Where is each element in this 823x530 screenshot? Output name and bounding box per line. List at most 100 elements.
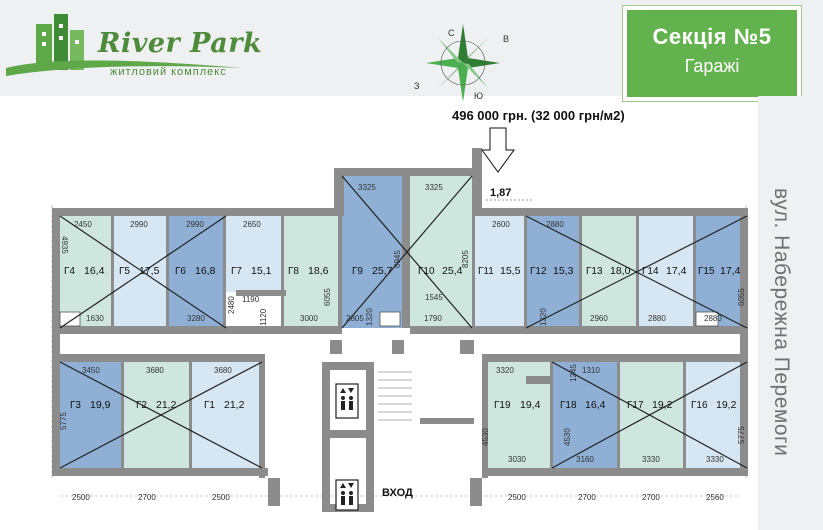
section-subtitle: Гаражі — [684, 56, 740, 76]
dim-g8-bottom: 3000 — [300, 314, 318, 323]
dim-1320-mid: 1320 — [539, 308, 548, 326]
unit-area-g8: 18,6 — [308, 265, 329, 277]
unit-area-g15: 17,4 — [720, 265, 741, 277]
dim-1245: 1245 — [569, 364, 578, 382]
unit-id-g14: Г14 — [642, 266, 659, 277]
building-logo-icon — [6, 14, 241, 76]
unit-id-g17: Г17 — [627, 400, 644, 411]
brand-name: River Park — [98, 28, 263, 59]
compass-north-label: С — [448, 28, 455, 38]
unit-id-g16: Г16 — [691, 400, 708, 411]
unit-id-g8: Г8 — [288, 266, 299, 277]
dim-8205: 8205 — [461, 250, 470, 268]
dim-1320-left: 1320 — [365, 308, 374, 326]
unit-area-g10: 25,4 — [442, 265, 463, 277]
dim-4530-a: 4530 — [481, 428, 490, 446]
unit-area-g13: 18,0 — [610, 265, 631, 277]
footer-dim: 2700 — [138, 493, 156, 502]
walls — [52, 148, 748, 512]
footer-dim: 2560 — [706, 493, 724, 502]
stairs — [378, 371, 412, 421]
dim-g7-width: 2650 — [243, 220, 261, 229]
dim-1545: 1545 — [425, 293, 443, 302]
unit-id-g9: Г9 — [352, 266, 363, 277]
unit-id-g6: Г6 — [175, 266, 186, 277]
dim-g4-width: 2450 — [74, 220, 92, 229]
unit-area-g2: 21,2 — [156, 399, 177, 411]
dim-g9-bottom: 2805 — [346, 314, 364, 323]
unit-area-g12: 15,3 — [553, 265, 574, 277]
dim-1120: 1120 — [259, 308, 268, 326]
section-badge: Секція №5 Гаражі — [623, 6, 801, 101]
price-label: 496 000 грн. (32 000 грн/м2) — [452, 108, 625, 123]
unit-id-g10: Г10 — [418, 266, 435, 277]
unit-id-g12: Г12 — [530, 266, 547, 277]
dim-6055-right: 6055 — [737, 288, 746, 306]
top-row — [60, 176, 747, 328]
unit-area-g17: 19,2 — [652, 399, 673, 411]
unit-id-g4: Г4 — [64, 266, 75, 277]
dim-g19-width: 3320 — [496, 366, 514, 375]
dim-g17-bottom: 3330 — [642, 455, 660, 464]
compass-west-label: З — [414, 81, 419, 91]
unit-area-g16: 19,2 — [716, 399, 737, 411]
dim-g18-width: 1310 — [582, 366, 600, 375]
dim-g15-bottom: 2880 — [704, 314, 722, 323]
footer-dim: 2500 — [72, 493, 90, 502]
dim-g13-bottom: 2960 — [590, 314, 608, 323]
dim-g18-bottom: 3160 — [576, 455, 594, 464]
dim-6945: 6945 — [393, 250, 402, 268]
dim-g10-width: 3325 — [425, 183, 443, 192]
dim-g10-bottom: 1790 — [424, 314, 442, 323]
bottom-row — [60, 362, 747, 468]
brand-subtitle: житловий комплекс — [110, 66, 227, 78]
unit-id-g13: Г13 — [586, 266, 603, 277]
sold-cross-marks — [59, 175, 748, 469]
footer-dim: 2500 — [508, 493, 526, 502]
unit-area-g7: 15,1 — [251, 265, 272, 277]
section-title: Секція №5 — [652, 24, 772, 49]
compass-east-label: В — [503, 34, 509, 44]
dim-g12-width: 2880 — [546, 220, 564, 229]
unit-area-g6: 16,8 — [195, 265, 216, 277]
dim-6055-left: 6055 — [323, 288, 332, 306]
dim-g14-bottom: 2880 — [648, 314, 666, 323]
marker-width-label: 1,87 — [490, 187, 511, 199]
unit-area-g11: 15,5 — [500, 265, 521, 277]
unit-area-g4: 16,4 — [84, 265, 105, 277]
dim-g5-width: 2990 — [130, 220, 148, 229]
dim-g1-width: 3680 — [214, 366, 232, 375]
unit-id-g11: Г11 — [478, 266, 494, 277]
dim-4935: 4935 — [60, 236, 69, 254]
footer-dim: 2700 — [642, 493, 660, 502]
unit-area-g3: 19,9 — [90, 399, 111, 411]
selected-unit-arrow-icon — [481, 127, 515, 173]
brand-logo — [6, 10, 246, 90]
dim-g4-bottom: 1630 — [86, 314, 104, 323]
footer-dim: 2700 — [578, 493, 596, 502]
dim-g6-width: 2990 — [186, 220, 204, 229]
dim-4530-b: 4530 — [563, 428, 572, 446]
dim-5775-left: 5775 — [59, 412, 68, 430]
entrance-label: ВХОД — [382, 487, 413, 499]
dim-2480: 2480 — [227, 296, 236, 314]
unit-area-g1: 21,2 — [224, 399, 245, 411]
unit-area-g9: 25,7 — [372, 265, 393, 277]
unit-id-g3: Г3 — [70, 400, 81, 411]
compass-rose-icon: С В Ю З — [414, 24, 509, 102]
unit-id-g7: Г7 — [231, 266, 242, 277]
unit-id-g15: Г15 — [698, 266, 715, 277]
unit-area-g5: 17,5 — [139, 265, 160, 277]
street-band — [758, 96, 823, 530]
dim-5775-right: 5775 — [737, 426, 746, 444]
dim-g11-width: 2600 — [492, 220, 510, 229]
unit-id-g19: Г19 — [494, 400, 511, 411]
unit-id-g5: Г5 — [119, 266, 130, 277]
dim-g16-bottom: 3330 — [706, 455, 724, 464]
dim-g6-bottom: 3280 — [187, 314, 205, 323]
dim-1190: 1190 — [242, 295, 260, 304]
unit-id-g1: Г1 — [204, 400, 215, 411]
dim-g19-bottom: 3030 — [508, 455, 526, 464]
